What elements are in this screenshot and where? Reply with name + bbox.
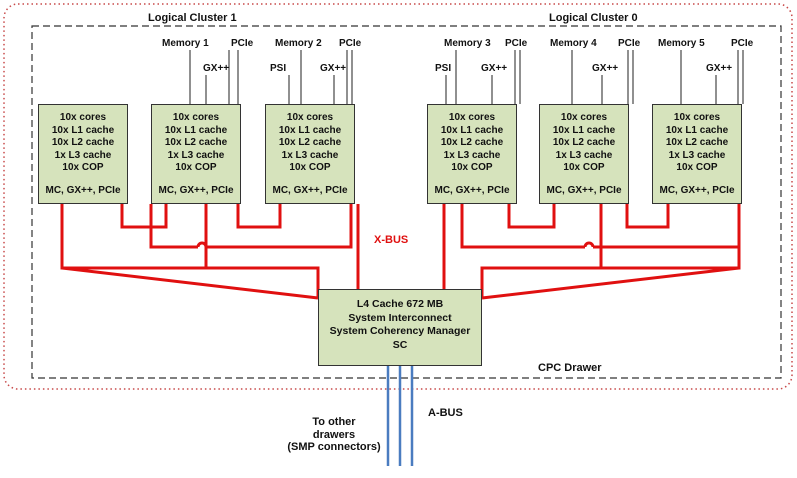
cpc-drawer-label: CPC Drawer (538, 362, 602, 374)
a-bus-label: A-BUS (428, 407, 463, 419)
psi-label: PSI (435, 63, 452, 74)
chip-l1-cache: 10x L1 cache (51, 124, 115, 136)
pcie-label: PCIe (618, 38, 641, 49)
chip-l3-cache: 1x L3 cache (54, 149, 112, 161)
memory-1-label: Memory 1 (162, 38, 209, 49)
memory-4-label: Memory 4 (550, 38, 597, 49)
memory-2-label: Memory 2 (275, 38, 322, 49)
chip-cores: 10x cores (172, 112, 220, 123)
chip-cop: 10x COP (563, 162, 605, 173)
chip-cop: 10x COP (451, 162, 493, 173)
pcie-label: PCIe (505, 38, 528, 49)
psi-label: PSI (270, 63, 287, 74)
chip-cop: 10x COP (676, 162, 718, 173)
system-controller: L4 Cache 672 MB System Interconnect Syst… (318, 289, 482, 366)
cpc-drawer-frame (31, 25, 782, 379)
chip-cop: 10x COP (289, 162, 331, 173)
chip-io: MC, GX++, PCIe (659, 185, 735, 196)
processor-chip: 10x cores 10x L1 cache 10x L2 cache 1x L… (38, 104, 128, 204)
chip-io: MC, GX++, PCIe (434, 185, 510, 196)
chip-cores: 10x cores (673, 112, 721, 123)
chip-cores: 10x cores (448, 112, 496, 123)
chip-l2-cache: 10x L2 cache (665, 137, 729, 148)
x-bus-wire (480, 247, 741, 298)
chip-l2-cache: 10x L2 cache (440, 137, 504, 148)
x-bus-wire (460, 204, 585, 249)
chip-l1-cache: 10x L1 cache (440, 124, 504, 136)
chip-io: MC, GX++, PCIe (546, 185, 622, 196)
pcie-label: PCIe (731, 38, 754, 49)
x-bus-wire (120, 204, 168, 229)
logical-cluster-1-label: Logical Cluster 1 (148, 12, 237, 24)
chip-io: MC, GX++, PCIe (272, 185, 348, 196)
gx-label: GX++ (592, 63, 619, 74)
chip-l1-cache: 10x L1 cache (164, 124, 228, 136)
processor-chip: 10x cores 10x L1 cache 10x L2 cache 1x L… (151, 104, 241, 204)
chip-io: MC, GX++, PCIe (45, 185, 121, 196)
logical-cluster-0-label: Logical Cluster 0 (549, 12, 638, 24)
sc-label: SC (392, 338, 408, 351)
memory-3-label: Memory 3 (444, 38, 491, 49)
other-drawers-label: To other drawers (SMP connectors) (287, 416, 381, 453)
processor-chip: 10x cores 10x L1 cache 10x L2 cache 1x L… (652, 104, 742, 204)
gx-label: GX++ (203, 63, 230, 74)
x-bus-wire (481, 266, 740, 300)
chip-cores: 10x cores (560, 112, 608, 123)
x-bus-wire (206, 204, 353, 249)
x-bus-wire (236, 204, 282, 229)
gx-label: GX++ (481, 63, 508, 74)
chip-cores: 10x cores (286, 112, 334, 123)
chip-l1-cache: 10x L1 cache (665, 124, 729, 136)
x-bus-wire (625, 204, 670, 229)
x-bus-wire (507, 204, 556, 229)
chip-cop: 10x COP (62, 162, 104, 173)
chip-l2-cache: 10x L2 cache (552, 137, 616, 148)
processor-chip: 10x cores 10x L1 cache 10x L2 cache 1x L… (539, 104, 629, 204)
chip-l3-cache: 1x L3 cache (668, 149, 726, 161)
chip-l2-cache: 10x L2 cache (164, 137, 228, 148)
chip-l3-cache: 1x L3 cache (281, 149, 339, 161)
sc-system-interconnect: System Interconnect (348, 311, 452, 324)
memory-5-label: Memory 5 (658, 38, 705, 49)
pcie-label: PCIe (231, 38, 254, 49)
x-bus-wire (61, 266, 319, 300)
processor-chip: 10x cores 10x L1 cache 10x L2 cache 1x L… (265, 104, 355, 204)
chip-l3-cache: 1x L3 cache (167, 149, 225, 161)
processor-chip: 10x cores 10x L1 cache 10x L2 cache 1x L… (427, 104, 517, 204)
chip-cores: 10x cores (59, 112, 107, 123)
x-bus-label: X-BUS (374, 234, 409, 246)
chip-l1-cache: 10x L1 cache (278, 124, 342, 136)
chip-l2-cache: 10x L2 cache (51, 137, 115, 148)
pcie-label: PCIe (339, 38, 362, 49)
sc-coherency-manager: System Coherency Manager (329, 325, 471, 337)
chip-l3-cache: 1x L3 cache (443, 149, 501, 161)
x-bus-wire (149, 204, 198, 249)
sc-l4-cache: L4 Cache 672 MB (356, 298, 444, 310)
chip-l2-cache: 10x L2 cache (278, 137, 342, 148)
chip-l1-cache: 10x L1 cache (552, 124, 616, 136)
chip-io: MC, GX++, PCIe (158, 185, 234, 196)
chip-l3-cache: 1x L3 cache (555, 149, 613, 161)
chip-cop: 10x COP (175, 162, 217, 173)
gx-label: GX++ (706, 63, 733, 74)
x-bus-wire (583, 241, 595, 248)
x-bus-wire (60, 204, 320, 298)
gx-label: GX++ (320, 63, 347, 74)
